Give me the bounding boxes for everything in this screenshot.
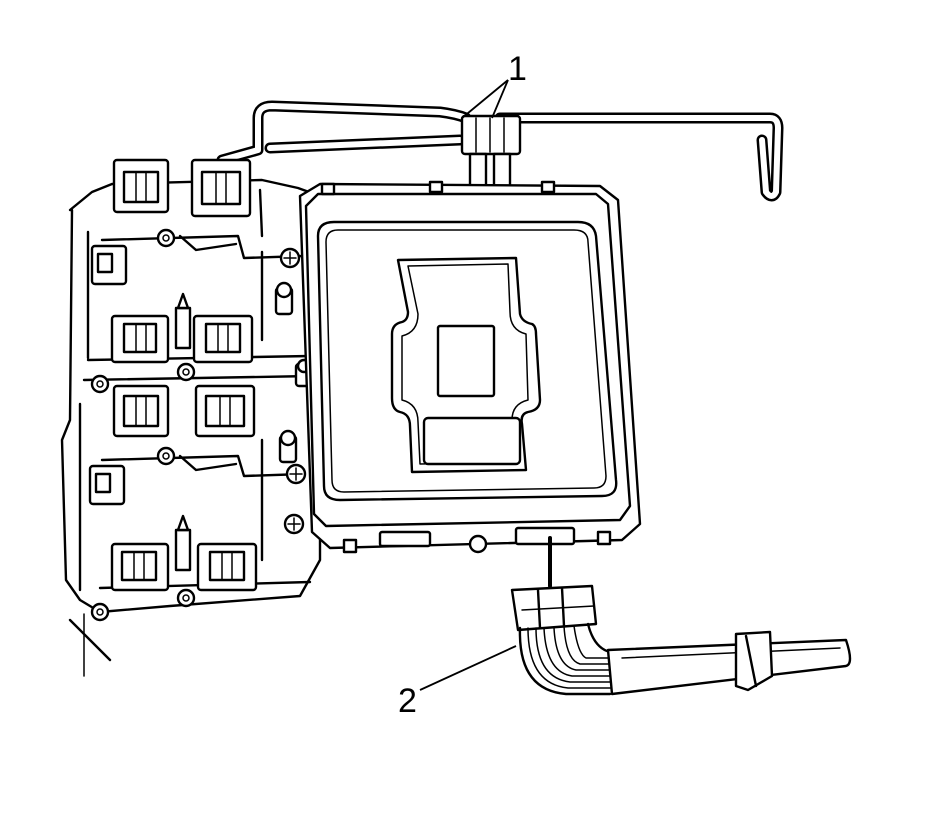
solenoid-connector	[190, 158, 252, 218]
pressure-sensor-post	[174, 292, 192, 350]
side-connector	[88, 464, 126, 506]
solenoid-connector	[192, 314, 254, 364]
screw	[285, 463, 307, 485]
side-connector	[90, 244, 128, 286]
mounting-bolt	[90, 602, 110, 622]
solenoid-connector	[110, 314, 170, 364]
lower-harness-connector	[510, 536, 852, 696]
callout-2: 2	[398, 645, 517, 720]
stud	[278, 429, 298, 464]
upper-harness-connector	[460, 114, 522, 190]
callout-1-label: 1	[508, 50, 527, 88]
pressure-sensor-post	[174, 514, 192, 572]
mounting-bolt	[156, 446, 176, 466]
control-module	[298, 180, 642, 554]
screw	[279, 247, 301, 269]
stud	[274, 281, 294, 316]
solenoid-connector	[194, 384, 256, 438]
mounting-bolt	[90, 374, 110, 394]
solenoid-connector	[196, 542, 258, 592]
mounting-bolt	[156, 228, 176, 248]
mounting-bolt	[176, 362, 196, 382]
screw	[283, 513, 305, 535]
callout-1: 1	[461, 50, 527, 119]
solenoid-connector	[112, 158, 170, 214]
solenoid-connector	[112, 384, 170, 438]
upper-wiring-harness	[216, 100, 784, 202]
callout-2-label: 2	[398, 682, 417, 720]
mounting-bolt	[176, 588, 196, 608]
solenoid-connector	[110, 542, 170, 592]
